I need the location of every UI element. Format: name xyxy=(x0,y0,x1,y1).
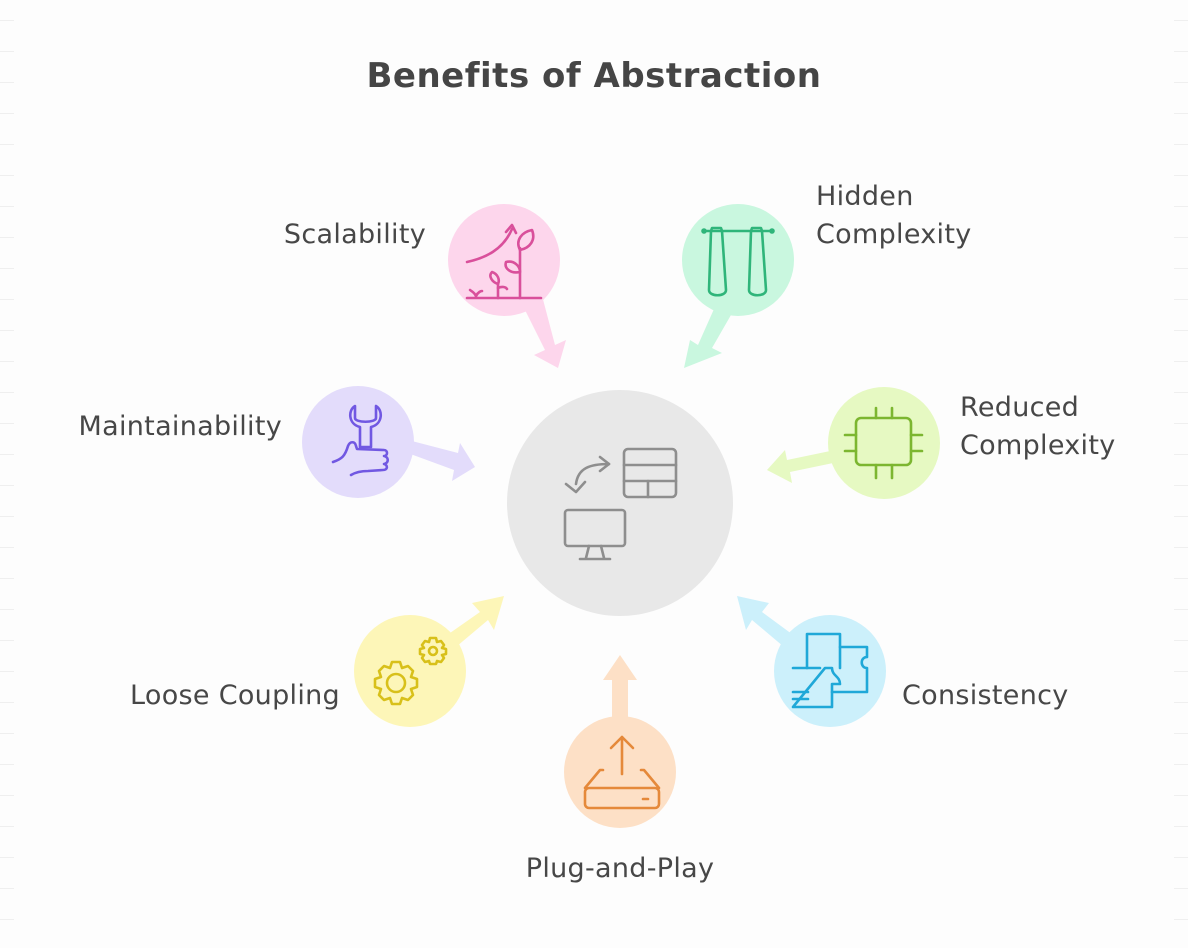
label-plug-and-play: Plug-and-Play xyxy=(525,853,715,884)
arrow-maintainability xyxy=(405,440,475,481)
node-reduced-complexity xyxy=(828,387,940,499)
chip-outline-icon xyxy=(843,406,924,480)
label-maintainability: Maintainability xyxy=(78,411,282,442)
hanging-bars-icon xyxy=(701,226,775,297)
label-reduced-complexity: Reduced Complexity xyxy=(960,389,1116,465)
label-hidden-complexity: Hidden Complexity xyxy=(816,178,972,254)
right-edge-decoration xyxy=(1174,0,1188,948)
label-reduced-complexity-line1: Reduced xyxy=(960,392,1080,423)
arrow-hidden-complexity xyxy=(684,300,735,368)
node-maintainability xyxy=(302,386,414,498)
wrench-hand-icon xyxy=(331,404,390,477)
upload-drive-icon xyxy=(583,735,661,810)
left-edge-decoration xyxy=(0,0,14,948)
puzzle-blueprint-icon xyxy=(791,632,869,709)
node-scalability xyxy=(448,204,560,316)
node-consistency xyxy=(774,615,886,727)
diagram-title: Benefits of Abstraction xyxy=(366,56,822,96)
center-node xyxy=(507,390,733,616)
label-hidden-complexity-line2: Complexity xyxy=(816,219,972,250)
plant-growth-icon xyxy=(465,223,543,300)
label-reduced-complexity-line2: Complexity xyxy=(960,430,1116,461)
arrow-consistency xyxy=(737,596,800,652)
label-consistency: Consistency xyxy=(902,680,1069,711)
gears-icon xyxy=(373,636,448,706)
node-hidden-complexity xyxy=(682,204,794,316)
data-exchange-icon xyxy=(563,447,678,561)
node-loose-coupling xyxy=(354,615,466,727)
label-loose-coupling: Loose Coupling xyxy=(130,680,340,711)
node-plug-and-play xyxy=(564,716,676,828)
label-hidden-complexity-line1: Hidden xyxy=(816,181,914,212)
label-scalability: Scalability xyxy=(283,219,426,250)
arrow-loose-coupling xyxy=(440,596,504,652)
arrow-plug-and-play xyxy=(603,655,637,725)
arrow-reduced-complexity xyxy=(767,450,838,483)
